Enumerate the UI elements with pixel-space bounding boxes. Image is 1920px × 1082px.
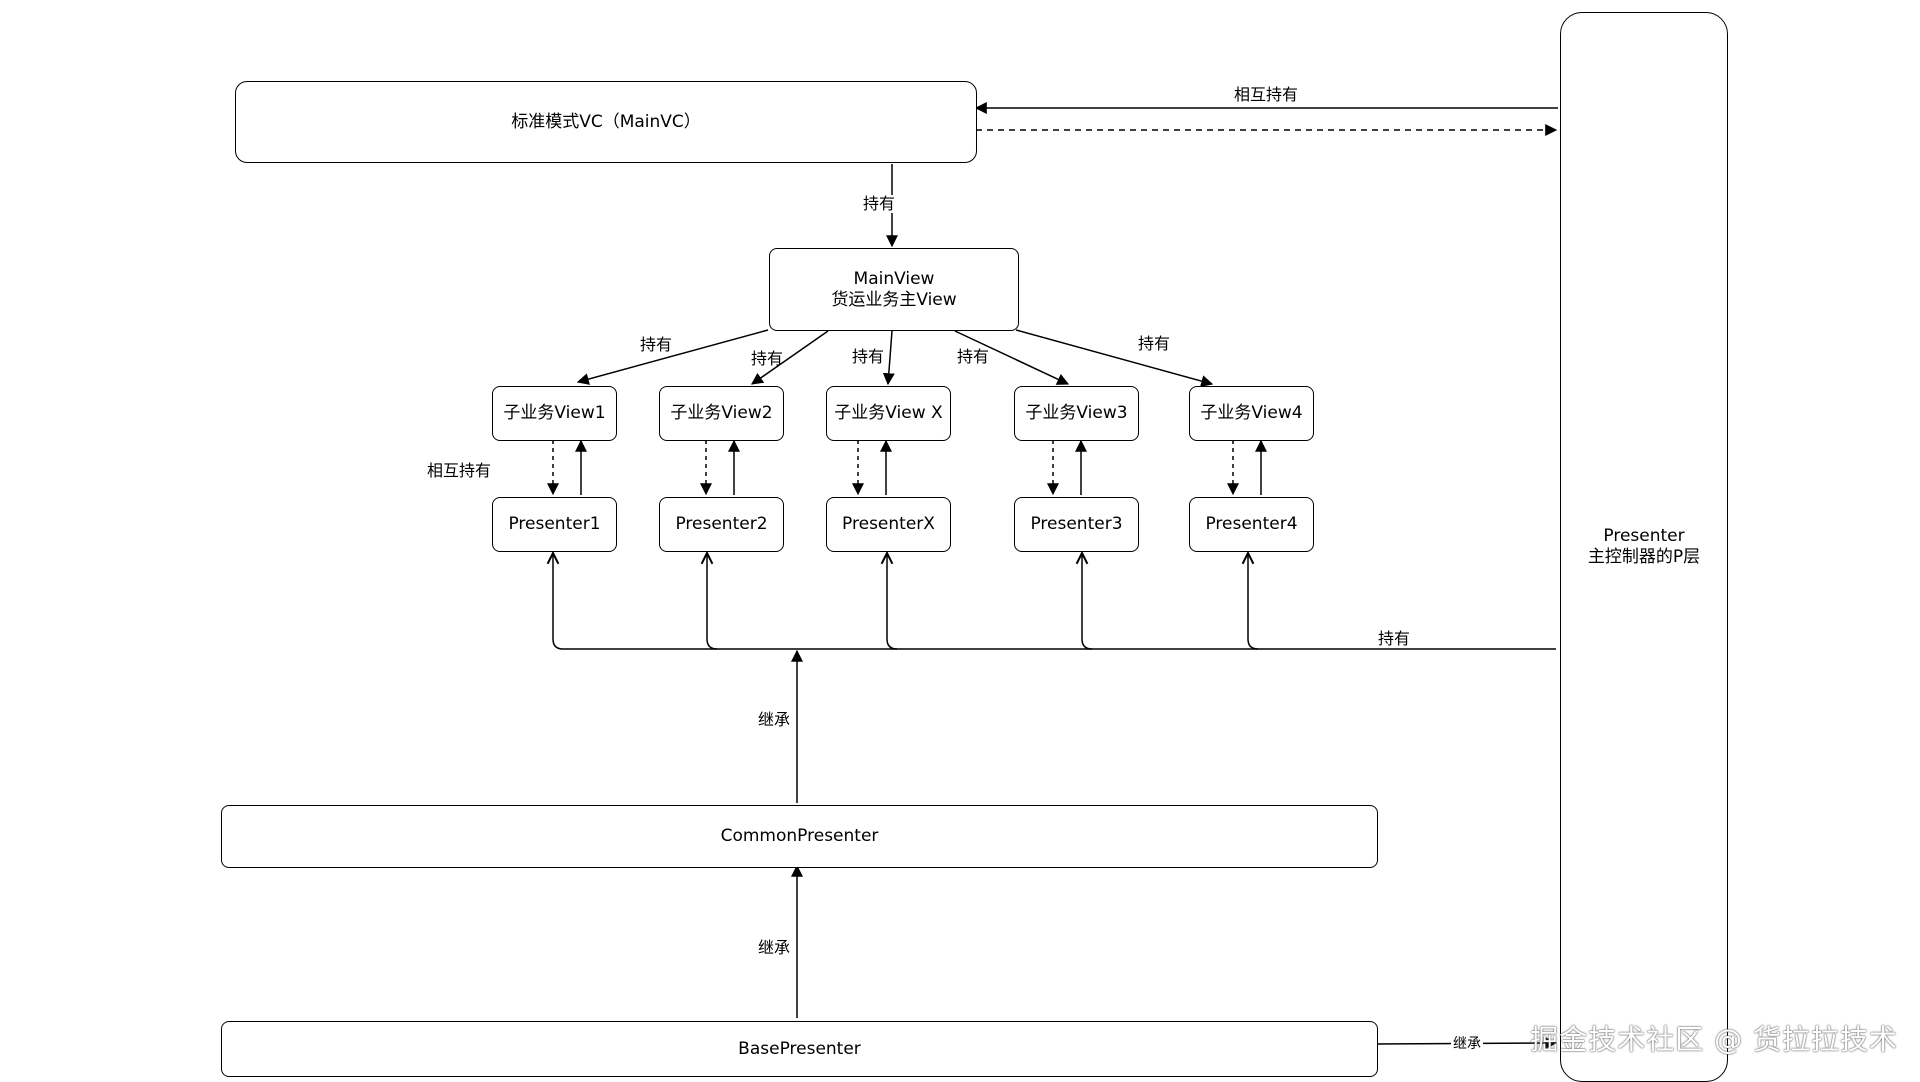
label-base-to-main-inherit: 继承	[1451, 1035, 1483, 1053]
label-mainview-holds-1: 持有	[640, 335, 673, 354]
presenter-4-node: Presenter4	[1189, 497, 1314, 552]
main-vc-node: 标准模式VC（MainVC）	[235, 81, 977, 163]
base-presenter-node: BasePresenter	[221, 1021, 1378, 1077]
base-presenter-label: BasePresenter	[738, 1038, 861, 1059]
edge-main-presenter-holds-bus	[552, 638, 1556, 650]
watermark-text: 掘金技术社区 @ 货拉拉技术	[1530, 1023, 1898, 1056]
sub-view-3-node: 子业务View3	[1014, 386, 1139, 441]
sub-view-2-node: 子业务View2	[659, 386, 784, 441]
sub-view-4-node: 子业务View4	[1189, 386, 1314, 441]
presenter-4-label: Presenter4	[1205, 514, 1298, 534]
sub-view-x-label: 子业务View X	[834, 403, 943, 423]
presenter-3-node: Presenter3	[1014, 497, 1139, 552]
label-mainview-holds-3: 持有	[957, 347, 990, 366]
sub-view-2-label: 子业务View2	[670, 403, 773, 423]
presenter-2-node: Presenter2	[659, 497, 784, 552]
edge-mainview-to-subview2	[751, 330, 829, 385]
main-view-label-line2: 货运业务主View	[831, 289, 957, 310]
main-view-label-line1: MainView	[853, 268, 935, 289]
main-presenter-label-line1: Presenter	[1603, 526, 1685, 546]
sub-view-x-node: 子业务View X	[826, 386, 951, 441]
label-mainview-holds-x: 持有	[852, 347, 885, 366]
main-view-node: MainView 货运业务主View	[769, 248, 1019, 331]
presenter-1-node: Presenter1	[492, 497, 617, 552]
main-presenter-label-line2: 主控制器的P层	[1587, 547, 1701, 567]
edge-bus-to-presenter4	[1248, 553, 1259, 650]
presenter-x-label: PresenterX	[842, 514, 935, 534]
presenter-2-label: Presenter2	[675, 514, 768, 534]
edge-mainview-to-subview4	[1015, 329, 1214, 387]
label-common-inherit: 继承	[758, 710, 791, 729]
edge-bus-to-presenterx	[887, 553, 898, 650]
label-vc-holds-mainview: 持有	[861, 194, 898, 213]
label-mainview-holds-2: 持有	[751, 349, 784, 368]
main-presenter-node: Presenter 主控制器的P层	[1560, 12, 1728, 1082]
sub-view-1-label: 子业务View1	[503, 403, 606, 423]
label-mainview-holds-4: 持有	[1138, 334, 1171, 353]
edge-bus-to-presenter2	[707, 553, 718, 650]
label-main-presenter-holds-subs: 持有	[1378, 629, 1411, 648]
presenter-1-label: Presenter1	[508, 514, 601, 534]
edge-mainview-to-subview1	[576, 329, 769, 385]
sub-view-3-label: 子业务View3	[1025, 403, 1128, 423]
common-presenter-node: CommonPresenter	[221, 805, 1378, 868]
presenter-3-label: Presenter3	[1030, 514, 1123, 534]
edge-mainview-to-subviewx	[882, 330, 895, 386]
label-vc-presenter-mutual: 相互持有	[1234, 85, 1299, 104]
main-vc-label: 标准模式VC（MainVC）	[511, 111, 701, 132]
edge-mainview-to-subview3	[954, 330, 1070, 385]
label-view-presenter-mutual: 相互持有	[427, 461, 492, 480]
sub-view-1-node: 子业务View1	[492, 386, 617, 441]
common-presenter-label: CommonPresenter	[720, 826, 879, 846]
presenter-x-node: PresenterX	[826, 497, 951, 552]
sub-view-4-label: 子业务View4	[1200, 403, 1303, 423]
label-base-inherit: 继承	[758, 938, 791, 957]
edge-bus-to-presenter3	[1082, 553, 1093, 650]
